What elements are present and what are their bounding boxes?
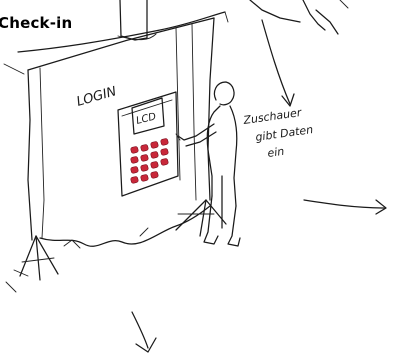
left-stand: [14, 236, 58, 280]
keypad: [130, 138, 168, 184]
arrow-down-icon: [132, 312, 156, 352]
annotation-line-2: gibt Daten: [255, 123, 314, 144]
stray-stroke: [6, 282, 16, 292]
stray-stroke: [4, 64, 24, 74]
screen-label: LOGIN: [75, 84, 119, 110]
arrow-right-icon: [304, 200, 386, 214]
screen-wall: [18, 12, 228, 248]
lcd-label: LCD: [135, 111, 158, 127]
annotation-line-3: ein: [267, 145, 285, 160]
arrow-down-right-icon: [262, 20, 294, 106]
annotation-line-1: Zuschauer: [242, 106, 304, 127]
right-stand: [176, 200, 226, 236]
check-in-terminal: [118, 92, 178, 196]
